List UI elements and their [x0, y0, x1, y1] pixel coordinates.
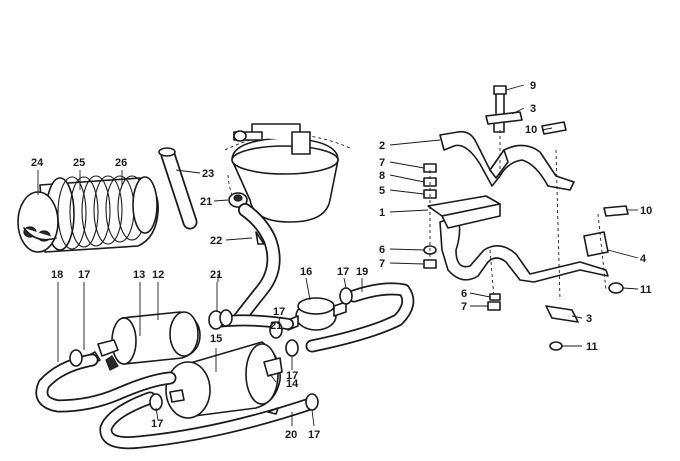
label-11-bottom: 11	[586, 341, 598, 353]
hose-clamp-21-top	[228, 192, 248, 208]
label-5: 5	[379, 185, 385, 197]
label-4: 4	[640, 253, 647, 265]
fuel-pump-12	[87, 311, 201, 371]
fuel-filter-assembly	[17, 175, 159, 253]
label-6-bottom: 6	[461, 288, 467, 300]
label-10-top: 10	[525, 124, 537, 136]
label-11-right: 11	[640, 284, 652, 296]
fuel-tank-sender-unit	[224, 123, 351, 223]
label-14: 14	[286, 378, 299, 390]
hose-23	[158, 147, 198, 230]
label-15: 15	[210, 333, 222, 345]
label-21-low: 21	[270, 320, 282, 332]
label-21-top: 21	[200, 196, 212, 208]
hose-clamps	[69, 287, 353, 411]
label-20: 20	[285, 429, 297, 441]
label-21-mid: 21	[210, 269, 222, 281]
label-18: 18	[51, 269, 63, 281]
label-17-mid: 17	[273, 306, 285, 318]
hose-19	[305, 282, 415, 353]
label-26: 26	[115, 157, 127, 169]
label-6-left: 6	[379, 244, 385, 256]
label-12: 12	[152, 269, 164, 281]
label-22: 22	[210, 235, 222, 247]
label-7-top: 7	[379, 157, 385, 169]
pressure-damper-16	[287, 297, 347, 331]
label-3-top: 3	[530, 103, 536, 115]
label-8: 8	[379, 170, 385, 182]
label-7-bottom: 7	[461, 301, 467, 313]
label-13: 13	[133, 269, 145, 281]
assembly-center-lines	[429, 130, 607, 301]
label-19: 19	[356, 266, 368, 278]
hose-18	[35, 353, 177, 413]
label-17-bottom-right: 17	[308, 429, 320, 441]
bracket-2-upper	[439, 130, 575, 191]
label-2: 2	[379, 140, 385, 152]
label-3-bottom: 3	[586, 313, 592, 325]
label-25: 25	[73, 157, 85, 169]
filter-end-cap-24	[17, 191, 59, 253]
label-24: 24	[31, 157, 44, 169]
label-17-top: 17	[337, 266, 349, 278]
label-9: 9	[530, 80, 536, 92]
leader-lines	[37, 84, 639, 427]
part-labels: 24 25 26 23 21 22 18 17 13 12 21 16 17 1…	[31, 80, 652, 441]
fuel-accumulator-15	[165, 341, 283, 419]
label-23: 23	[202, 168, 214, 180]
label-7-mid: 7	[379, 258, 385, 270]
hose-22	[233, 203, 281, 325]
label-17-bottom-left: 17	[151, 418, 163, 430]
hose-20	[99, 391, 317, 450]
bracket-1-lower	[427, 195, 609, 283]
label-16: 16	[300, 266, 312, 278]
label-1: 1	[379, 207, 385, 219]
label-10-right: 10	[640, 205, 652, 217]
label-17-left: 17	[78, 269, 90, 281]
label-17-right: 17	[286, 370, 298, 382]
